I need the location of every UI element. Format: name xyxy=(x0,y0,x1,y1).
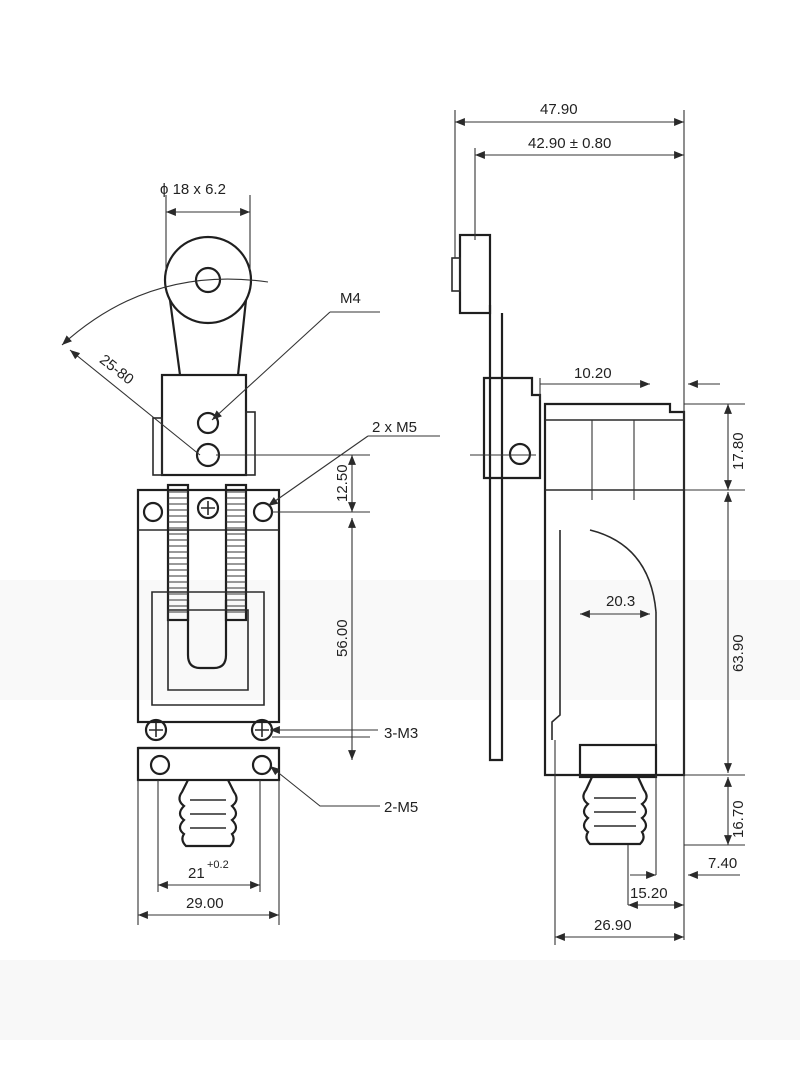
background-band-bottom xyxy=(0,960,800,1040)
roller-hub xyxy=(194,266,222,294)
dim-15-20-label: 15.20 xyxy=(630,885,668,902)
front-view xyxy=(136,235,281,925)
side-boot xyxy=(578,743,658,846)
side-clamp-hole xyxy=(508,442,532,466)
side-view: 20.3 xyxy=(451,110,745,945)
m3-screw-left-cross xyxy=(149,723,163,737)
dim-21-tolerance: +0.2 xyxy=(207,859,229,871)
dim-21-label: 21 xyxy=(188,865,205,882)
body-window xyxy=(151,591,265,706)
clamp-right-tab xyxy=(245,411,256,476)
arm-clamp-block xyxy=(160,373,248,477)
dim-16-70-label: 16.70 xyxy=(730,800,747,838)
body-window-inner xyxy=(167,609,249,691)
side-dimensions: 47.90 42.90 ± 0.80 10.20 17.80 63.90 16.… xyxy=(455,101,747,941)
base-flange xyxy=(136,746,281,782)
side-roller-hub xyxy=(451,257,461,292)
shaft-hole xyxy=(195,442,221,468)
switch-body xyxy=(136,488,281,724)
background-band xyxy=(0,580,800,700)
dim-42-90-label: 42.90 ± 0.80 xyxy=(528,135,611,152)
side-body-step xyxy=(551,530,561,740)
top-screw-cross xyxy=(201,501,215,515)
dim-56-00-label: 56.00 xyxy=(334,619,351,657)
three-m3-label: 3-M3 xyxy=(384,725,418,742)
dim-20-3-label: 20.3 xyxy=(606,593,635,610)
dim-17-80-label: 17.80 xyxy=(730,432,747,470)
dim-47-90-label: 47.90 xyxy=(540,101,578,118)
dim-26-90-label: 26.90 xyxy=(594,917,632,934)
m3-screw-left xyxy=(144,718,168,742)
two-m5-bottom-label: 2-M5 xyxy=(384,799,418,816)
m4-hole xyxy=(196,411,220,435)
boot-plunger xyxy=(178,779,238,848)
dim-63-90-label: 63.90 xyxy=(730,634,747,672)
side-roller xyxy=(458,233,492,315)
m5-hole-bottom-left xyxy=(149,754,171,776)
mount-hole-top-left xyxy=(142,501,164,523)
roller-arm xyxy=(168,299,248,376)
dim-7-40-label: 7.40 xyxy=(708,855,737,872)
side-arm-plate xyxy=(488,305,504,762)
serrated-shafts xyxy=(166,483,248,670)
dim-29-00-label: 29.00 xyxy=(186,895,224,912)
side-arc xyxy=(589,529,657,613)
m5-hole-bottom-right xyxy=(251,754,273,776)
m3-screw-right-cross xyxy=(255,723,269,737)
side-clamp-block xyxy=(482,376,542,480)
dim-12-50-label: 12.50 xyxy=(334,464,351,502)
m4-label: M4 xyxy=(340,290,361,307)
clamp-left-tab xyxy=(152,417,163,476)
two-m5-top-label: 2 x M5 xyxy=(372,419,417,436)
top-screw xyxy=(196,496,220,520)
roller-dimension-label: ϕ 18 x 6.2 xyxy=(160,181,226,198)
arc-range-label: 25-80 xyxy=(96,351,137,388)
front-dimensions: ϕ 18 x 6.2 25-80 M4 2 x M5 12.50 56.00 3… xyxy=(61,181,440,919)
dim-10-20-label: 10.20 xyxy=(574,365,612,382)
